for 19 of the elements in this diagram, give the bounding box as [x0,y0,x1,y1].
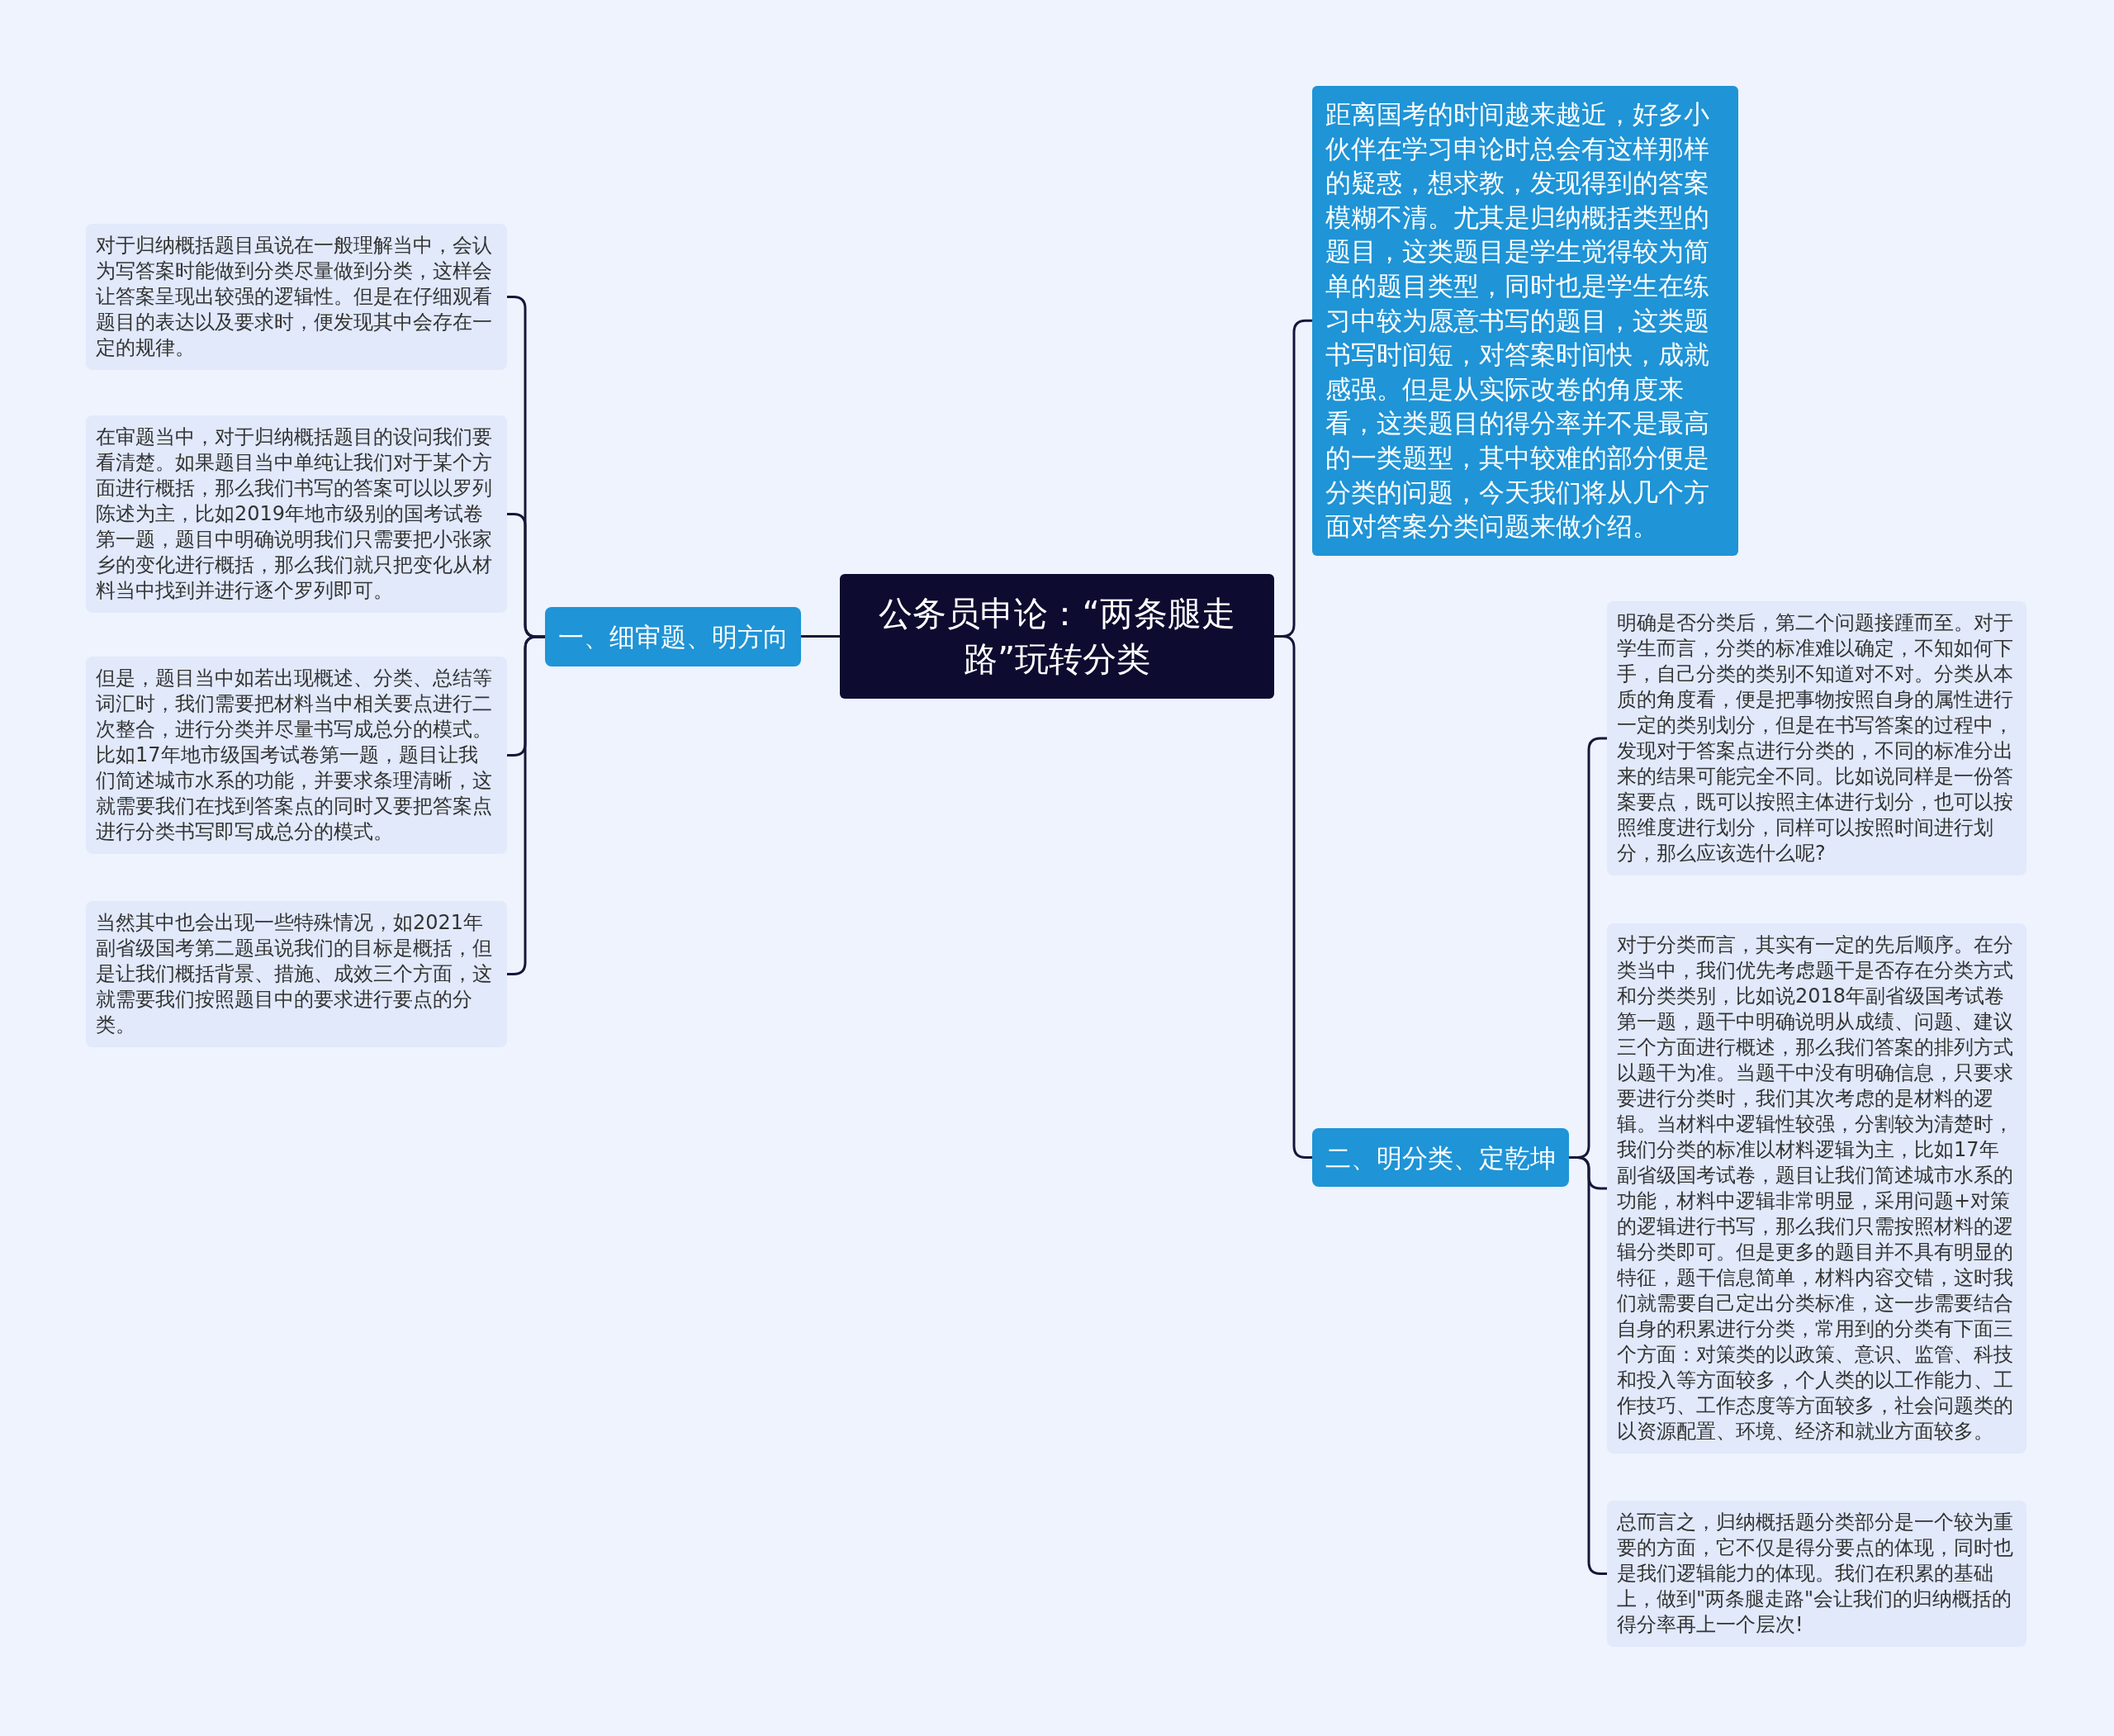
branch-topic [1312,1128,1569,1187]
topic-title: 公务员申论：“两条腿走路”玩转分类 [878,592,1236,681]
branch-label: 二、明分类、定乾坤 [1325,1141,1556,1174]
intro-text: 距离国考的时间越来越近，好多小伙伴在学习申论时总会有这样那样的疑惑，想求教，发现得到的答案模糊不清。尤其是归纳概括类型的题目，这类题目是学生觉得较为简单的题目类型，同时也是学生在练习中较为愿意书写的题目，这类题书写时间短，对答案时间快，成就感强。但是从实际改卷的角度来看，这类题目的得分率并不是最高的一类题型，其中较难的部分便是分类的问题，今天我们将从几个方面对答案分类问题来做介绍。 [1325,98,1710,543]
note-text: 对于归纳概括题目虽说在一般理解当中，会认为写答案时能做到分类尽量做到分类，这样会让答案呈现出较强的逻辑性。但是在仔细观看题目的表达以及要求时，便发现其中会存在一定的规律。 [96,233,493,361]
branch-topic [545,607,801,666]
note-card [86,901,507,1047]
note-text: 总而言之，归纳概括题分类部分是一个较为重要的方面，它不仅是得分要点的体现，同时也是我们逻辑能力的体现。我们在积累的基础上，做到"两条腿走路"会让我们的归纳概括的得分率再上一个层次! [1617,1510,2014,1638]
central-topic [840,574,1274,699]
note-card [86,224,507,370]
branch-label: 一、细审题、明方向 [557,621,789,653]
note-text: 对于分类而言，其实有一定的先后顺序。在分类当中，我们优先考虑题干是否存在分类方式和分类类别，比如说2018年副省级国考试卷第一题，题干中明确说明从成绩、问题、建议三个方面进行概述，那么我们答案的排列方式以题干为准。当题干中没有明确信息，只要求要进行分类时，我们其次考虑的是材料的逻辑。当材料中逻辑性较强，分割较为清楚时，我们分类的标准以材料逻辑为主，比如17年副省级国考试卷，题目让我们简述城市水系的功能，材料中逻辑非常明显，采用问题+对策的逻辑进行书写，那么我们只需按照材料的逻辑分类即可。但是更多的题目并不具有明显的特征，题干信息简单，材料内容交错，这时我们就需要自己定出分类标准，这一步需要结合自身的积累进行分类，常用到的分类有下面三个方面：对策类的以政策、意识、监管、科技和投入等方面较多，个人类的以工作能力、工作技巧、工作态度等方面较多，社会问题类的以资源配置、环境、经济和就业方面较多。 [1617,932,2014,1444]
note-card [1607,1501,2026,1647]
note-text: 明确是否分类后，第二个问题接踵而至。对于学生而言，分类的标准难以确定，不知如何下手，自己分类的类别不知道对不对。分类从本质的角度看，便是把事物按照自身的属性进行一定的类别划分，但是在书写答案的过程中，发现对于答案点进行分类的，不同的标准分出来的结果可能完全不同。比如说同样是一份答案要点，既可以按照主体进行划分，也可以按照维度进行划分，同样可以按照时间进行划分，那么应该选什么呢? [1617,610,2014,866]
note-text: 当然其中也会出现一些特殊情况，如2021年副省级国考第二题虽说我们的目标是概括，但是让我们概括背景、措施、成效三个方面，这就需要我们按照题目中的要求进行要点的分类。 [96,910,493,1038]
connector-line [801,635,840,638]
connector-line [507,635,545,975]
note-text: 但是，题目当中如若出现概述、分类、总结等词汇时，我们需要把材料当中相关要点进行二次整合，进行分类并尽量书写成总分的模式。比如17年地市级国考试卷第一题，题目让我们简述城市水系的功能，并要求条理清晰，这就需要我们在找到答案点的同时又要把答案点进行分类书写即写成总分的模式。 [96,666,493,845]
note-text: 在审题当中，对于归纳概括题目的设问我们要看清楚。如果题目当中单纯让我们对于某个方面进行概括，那么我们书写的答案可以以罗列陈述为主，比如2019年地市级别的国考试卷第一题，题目中明确说明我们只需要把小张家乡的变化进行概括，那么我们就只把变化从材料当中找到并进行逐个罗列即可。 [96,425,493,604]
